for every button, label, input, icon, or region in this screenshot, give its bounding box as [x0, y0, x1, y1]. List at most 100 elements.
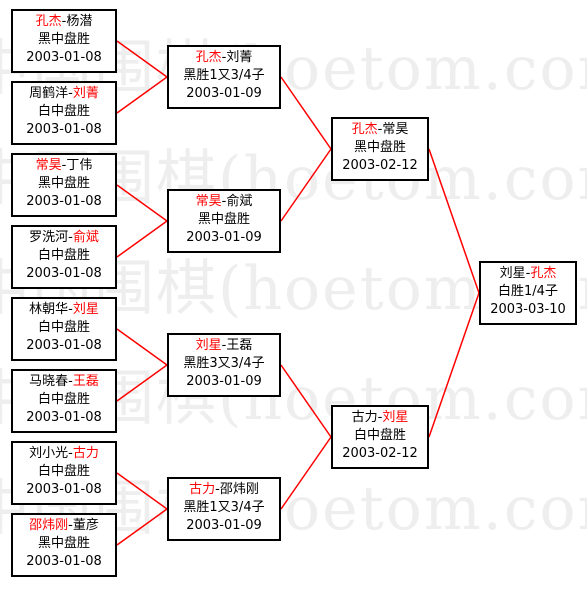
player-white: 刘菁	[226, 50, 253, 65]
player-white: 王磊	[72, 374, 99, 389]
player-white: 刘菁	[72, 86, 99, 101]
match-result: 黑胜3又3/4子	[183, 356, 265, 371]
player-black: 孔杰	[35, 14, 62, 29]
player-white: 杨潜	[66, 14, 93, 29]
player-black: 常昊	[195, 194, 222, 209]
player-black: 罗洗河	[29, 230, 69, 245]
match-r2-2: 常昊-俞斌 黑中盘胜 2003-01-09	[167, 189, 281, 253]
player-white: 丁伟	[66, 158, 93, 173]
match-result: 白中盘胜	[37, 392, 90, 407]
player-white: 邵炜刚	[219, 482, 259, 497]
match-result: 黑胜1又3/4子	[183, 68, 265, 83]
match-result: 黑中盘胜	[353, 140, 406, 155]
player-black: 孔杰	[195, 50, 222, 65]
match-players: 孔杰-杨潜	[35, 14, 93, 29]
match-r2-1: 孔杰-刘菁 黑胜1又3/4子 2003-01-09	[167, 45, 281, 109]
player-black: 常昊	[35, 158, 62, 173]
match-players: 周鹤洋-刘菁	[29, 86, 99, 101]
match-result: 黑中盘胜	[197, 212, 250, 227]
player-white: 俞斌	[226, 194, 253, 209]
player-white: 常昊	[382, 122, 409, 137]
player-black: 周鹤洋	[29, 86, 69, 101]
match-r2-4: 古力-邵炜刚 黑胜1又3/4子 2003-01-09	[167, 477, 281, 541]
match-date: 2003-01-08	[26, 50, 102, 65]
match-date: 2003-01-09	[186, 518, 262, 533]
player-black: 刘星	[195, 338, 222, 353]
match-r1-6: 马晓春-王磊 白中盘胜 2003-01-08	[11, 369, 117, 433]
match-players: 孔杰-刘菁	[195, 50, 253, 65]
match-result: 白中盘胜	[37, 464, 90, 479]
match-players: 古力-邵炜刚	[189, 482, 259, 497]
match-r1-8: 邵炜刚-董彦 黑中盘胜 2003-01-08	[11, 513, 117, 577]
match-players: 常昊-俞斌	[195, 194, 253, 209]
match-result: 白中盘胜	[37, 248, 90, 263]
match-r1-2: 周鹤洋-刘菁 白中盘胜 2003-01-08	[11, 81, 117, 145]
player-black: 古力	[351, 410, 378, 425]
match-r3-2: 古力-刘星 白中盘胜 2003-02-12	[331, 405, 429, 469]
match-r1-7: 刘小光-古力 白中盘胜 2003-01-08	[11, 441, 117, 505]
player-black: 古力	[189, 482, 216, 497]
match-result: 白中盘胜	[37, 104, 90, 119]
match-date: 2003-01-08	[26, 338, 102, 353]
match-date: 2003-01-08	[26, 122, 102, 137]
match-players: 林朝华-刘星	[29, 302, 99, 317]
match-players: 孔杰-常昊	[351, 122, 409, 137]
match-result: 白中盘胜	[353, 428, 406, 443]
match-r1-5: 林朝华-刘星 白中盘胜 2003-01-08	[11, 297, 117, 361]
player-white: 古力	[72, 446, 99, 461]
match-date: 2003-01-09	[186, 374, 262, 389]
connector-line	[280, 436, 332, 510]
match-final: 刘星-孔杰 白胜1/4子 2003-03-10	[479, 261, 577, 325]
connector-line	[280, 364, 332, 438]
connector-line	[116, 364, 168, 402]
match-date: 2003-01-08	[26, 554, 102, 569]
match-result: 白胜1/4子	[498, 284, 558, 299]
match-players: 马晓春-王磊	[29, 374, 99, 389]
player-black: 刘星	[499, 266, 526, 281]
match-players: 刘星-孔杰	[499, 266, 557, 281]
connector-line	[116, 220, 168, 258]
match-result: 黑胜1又3/4子	[183, 500, 265, 515]
match-players: 罗洗河-俞斌	[29, 230, 99, 245]
connector-line	[116, 40, 168, 78]
match-date: 2003-01-08	[26, 266, 102, 281]
match-players: 刘小光-古力	[29, 446, 99, 461]
connector-line	[280, 148, 332, 222]
connector-line	[116, 472, 168, 510]
match-date: 2003-01-08	[26, 410, 102, 425]
match-date: 2003-01-09	[186, 86, 262, 101]
match-r2-3: 刘星-王磊 黑胜3又3/4子 2003-01-09	[167, 333, 281, 397]
player-white: 刘星	[382, 410, 409, 425]
match-players: 常昊-丁伟	[35, 158, 93, 173]
match-r1-3: 常昊-丁伟 黑中盘胜 2003-01-08	[11, 153, 117, 217]
match-r3-1: 孔杰-常昊 黑中盘胜 2003-02-12	[331, 117, 429, 181]
connector-line	[428, 292, 480, 438]
match-date: 2003-01-09	[186, 230, 262, 245]
player-white: 孔杰	[530, 266, 557, 281]
player-black: 刘小光	[29, 446, 69, 461]
player-black: 孔杰	[351, 122, 378, 137]
player-white: 俞斌	[72, 230, 99, 245]
match-result: 白中盘胜	[37, 320, 90, 335]
match-result: 黑中盘胜	[37, 176, 90, 191]
player-black: 邵炜刚	[29, 518, 69, 533]
match-r1-1: 孔杰-杨潜 黑中盘胜 2003-01-08	[11, 9, 117, 73]
match-r1-4: 罗洗河-俞斌 白中盘胜 2003-01-08	[11, 225, 117, 289]
player-black: 马晓春	[29, 374, 69, 389]
match-players: 刘星-王磊	[195, 338, 253, 353]
match-date: 2003-01-08	[26, 482, 102, 497]
player-white: 刘星	[72, 302, 99, 317]
match-date: 2003-01-08	[26, 194, 102, 209]
match-date: 2003-02-12	[342, 158, 418, 173]
connector-line	[428, 148, 480, 294]
match-date: 2003-02-12	[342, 446, 418, 461]
match-result: 黑中盘胜	[37, 536, 90, 551]
match-date: 2003-03-10	[490, 302, 566, 317]
connector-line	[116, 76, 168, 114]
player-black: 林朝华	[29, 302, 69, 317]
connector-line	[280, 76, 332, 150]
connector-line	[116, 184, 168, 222]
match-players: 古力-刘星	[351, 410, 409, 425]
connector-line	[116, 508, 168, 546]
